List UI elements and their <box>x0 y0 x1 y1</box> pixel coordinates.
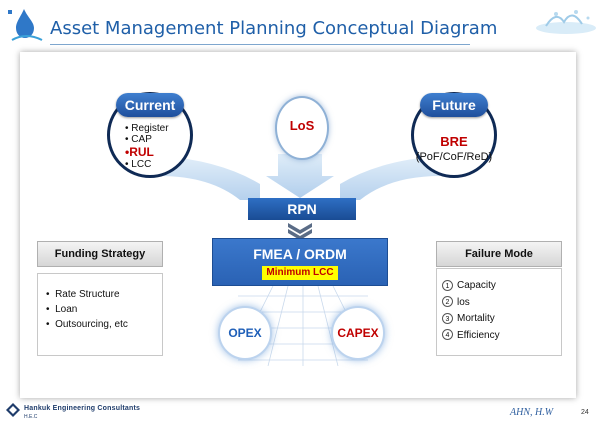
capex-label: CAPEX <box>337 326 379 340</box>
page-number: 24 <box>581 409 589 416</box>
list-item: • Loan <box>46 304 78 315</box>
circled-number: 2 <box>442 296 453 308</box>
rpn-banner: RPN <box>248 198 356 220</box>
opex-label: OPEX <box>228 326 262 340</box>
list-item: • Rate Structure <box>46 289 120 300</box>
author-name: AHN, H.W <box>510 407 554 418</box>
title-underline <box>50 44 470 45</box>
capex-circle <box>331 306 385 360</box>
current-label: Current <box>116 93 184 117</box>
circled-number: 4 <box>442 329 453 341</box>
failure-mode-box <box>436 268 562 356</box>
pof-cof-red-label: (PoF/CoF/ReD) <box>415 151 493 163</box>
minimum-lcc-label: Minimum LCC <box>262 266 338 280</box>
company-name: Hankuk Engineering Consultants <box>24 405 141 412</box>
failure-mode-header: Failure Mode <box>436 241 562 267</box>
list-item: • LCC <box>125 159 152 170</box>
list-item: • Register <box>125 123 169 134</box>
future-label: Future <box>420 93 488 117</box>
funding-strategy-header: Funding Strategy <box>37 241 163 267</box>
water-splash-decoration-icon <box>536 10 596 34</box>
flow-arrows <box>160 154 440 200</box>
double-chevron-down-icon <box>288 223 312 240</box>
bre-label: BRE <box>440 134 468 149</box>
circled-number: 3 <box>442 312 453 324</box>
los-label: LoS <box>289 118 315 133</box>
company-logo-icon <box>6 403 20 417</box>
funding-strategy-items: • Rate Structure • Loan • Outsourcing, e… <box>46 287 128 332</box>
fmea-ordm-box <box>212 238 388 286</box>
current-items: • Register • CAP •RUL • LCC <box>125 123 169 170</box>
page-title: Asset Management Planning Conceptual Dia… <box>50 18 498 39</box>
los-circle <box>275 96 329 160</box>
list-item: •RUL <box>125 145 154 159</box>
funding-strategy-box <box>37 273 163 356</box>
fmea-ordm-label: FMEA / ORDM <box>253 246 347 262</box>
list-item: • CAP <box>125 134 152 145</box>
list-item: • Outsourcing, etc <box>46 319 128 330</box>
circled-number: 1 <box>442 279 453 291</box>
opex-circle <box>218 306 272 360</box>
water-drop-logo-icon <box>8 9 43 41</box>
company-abbrev: H.E.C <box>24 414 38 420</box>
